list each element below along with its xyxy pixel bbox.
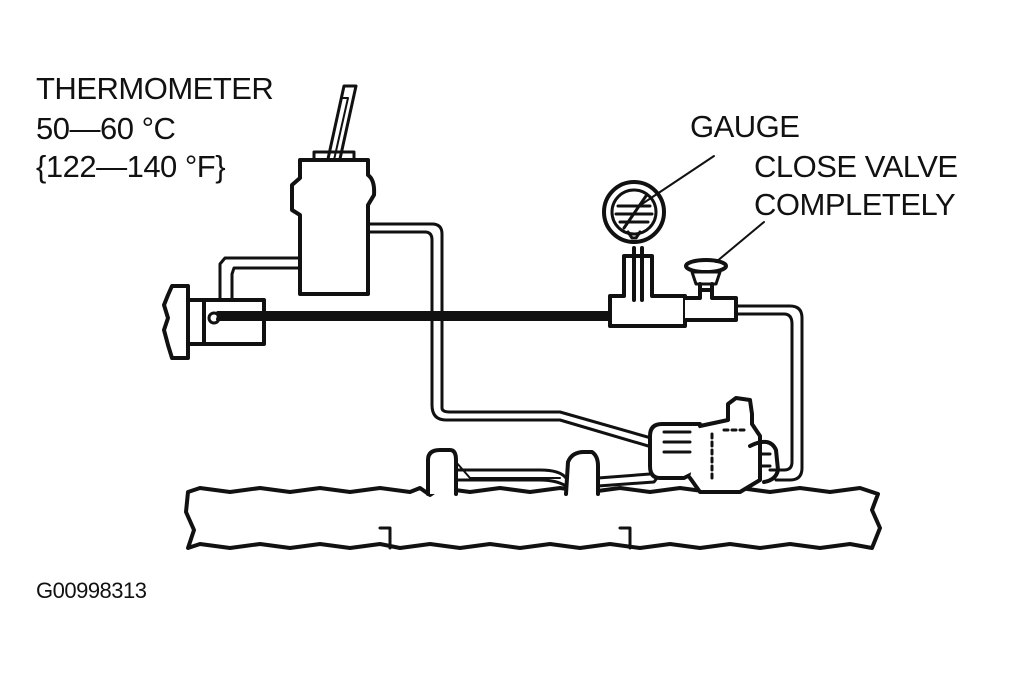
reservoir-tank bbox=[290, 150, 377, 296]
thermometer-label: THERMOMETER bbox=[36, 71, 274, 106]
shutoff-valve-icon bbox=[684, 258, 728, 294]
pressure-line bbox=[216, 311, 612, 321]
steering-rack bbox=[184, 486, 882, 550]
close-valve-label-line1: CLOSE VALVE bbox=[754, 149, 958, 184]
valve-leader-line bbox=[715, 221, 765, 263]
gauge-label: GAUGE bbox=[690, 109, 800, 144]
temperature-celsius-label: 50—60 °C bbox=[36, 111, 176, 146]
figure-id: G00998313 bbox=[36, 578, 147, 603]
return-pipe-rack bbox=[366, 222, 660, 450]
rack-fittings bbox=[426, 448, 668, 496]
temperature-fahrenheit-label: {122—140 °F} bbox=[36, 149, 226, 184]
pressure-gauge-icon bbox=[602, 180, 666, 244]
close-valve-label-line2: COMPLETELY bbox=[754, 187, 956, 222]
control-valve-housing bbox=[648, 396, 780, 494]
thermometer-icon bbox=[324, 84, 358, 170]
outlet-pipe bbox=[734, 304, 804, 482]
return-pipe-pump bbox=[218, 256, 302, 302]
pump-unit bbox=[162, 284, 266, 360]
gauge-leader-line bbox=[641, 155, 715, 205]
